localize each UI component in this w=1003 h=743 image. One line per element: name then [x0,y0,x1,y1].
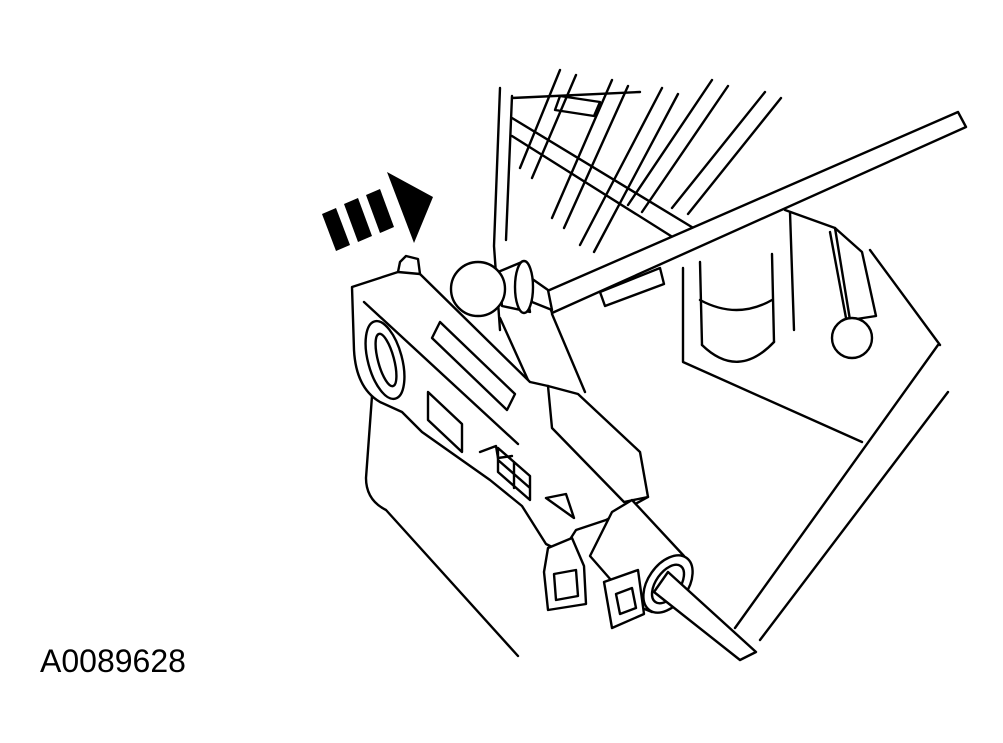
cylinder-sides [698,252,776,347]
lattice-slat-2 [550,78,630,230]
retainer-tab-right [602,568,646,630]
arrow-dash-1 [322,208,350,251]
housing-frame-left-edge [681,266,864,444]
lattice-slat-3 [578,86,680,254]
clip-top-face-edge [362,300,520,446]
cylinder-bottom [700,340,776,363]
ball-stud [449,259,554,318]
clip-block-notch [544,492,576,520]
housing-post [783,208,837,332]
lattice-slat-4 [626,78,730,214]
shift-cable [652,570,758,662]
ball-stud-ball [449,260,507,318]
housing-long-edge-1 [733,343,940,630]
retainer-tab-right-hole [614,586,638,616]
clip-side-window [426,390,464,454]
lattice-top-bar [510,90,642,100]
clip-oval-slot-outer [364,319,406,401]
housing-long-edge-2 [758,390,950,642]
lattice-shelf [598,266,666,308]
arrow-dash-3 [366,189,394,233]
lattice-column-lower [498,312,587,394]
clip-lock-window [496,446,532,502]
lattice-slat-5 [670,90,783,216]
right-bracket-edge [828,230,848,320]
arrow-head [387,172,433,243]
lattice-cross-bar [510,116,702,250]
lattice-cross-face [553,94,602,118]
clip-oval-slot-inner [374,332,398,388]
dashed-direction-arrow-icon [322,172,433,251]
arrow-dash-2 [344,198,372,242]
ball-stud-flange [513,259,535,315]
clip-tab-edge [396,270,422,276]
right-housing [681,208,950,642]
lower-housing-edge [364,394,520,658]
housing-right-edge [868,248,942,347]
retainer-tab-left-hole [552,568,580,602]
cylinder-band [698,298,774,312]
clip-block-face [546,384,650,504]
lattice-slat-1 [518,68,578,180]
shift-rod [543,110,968,315]
background-lattice [492,68,783,394]
clip-top-slot [430,320,517,412]
cable-bushing-assembly [542,498,758,662]
figure-id-label: A0089628 [40,643,186,679]
right-bracket [833,226,878,322]
right-ball-stud [830,316,874,360]
cable-end-clip [350,254,650,554]
